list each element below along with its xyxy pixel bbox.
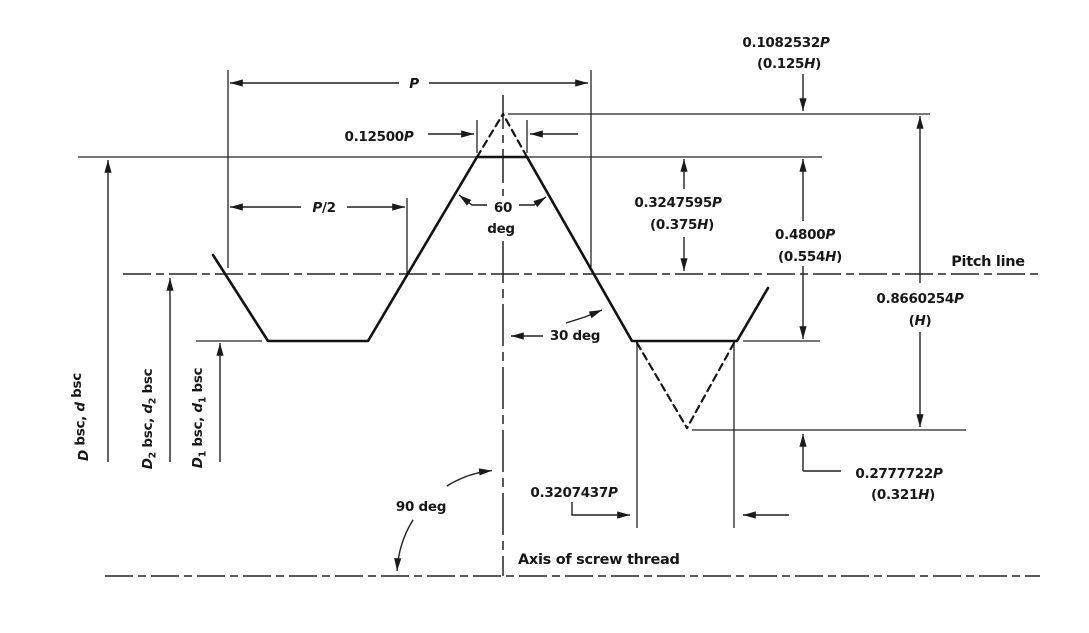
- half-pitch-label: P/2: [312, 200, 335, 216]
- angle90-arc-lower: [394, 519, 414, 572]
- fundamental-height-label-line2: (H): [909, 313, 932, 329]
- addendum-label-line2: (0.375H): [650, 217, 714, 233]
- construction-lines: [78, 70, 966, 528]
- thread-profile: [211, 112, 770, 430]
- angle60-unit: deg: [487, 221, 515, 237]
- dimension-labels: P P/2 0.12500P 0.1082532P (0.125H) 0.324…: [312, 35, 964, 503]
- crest-truncation-label-line2: (0.125H): [757, 56, 821, 72]
- addendum-label-line1: 0.3247595P: [634, 195, 722, 211]
- thread-depth-label-line1: 0.4800P: [775, 227, 835, 243]
- pitch-diameter-label: D2 bsc, d2 bsc: [140, 368, 159, 469]
- angle90-arc-upper: [446, 468, 492, 487]
- angle60-leader-right: [519, 196, 547, 208]
- angle-labels: 60 deg 30 deg 90 deg Pitch line Axis of …: [396, 200, 1026, 568]
- angle30-label: 30 deg: [550, 328, 600, 344]
- centerlines: [105, 95, 1040, 577]
- major-diameter-label: D bsc, d bsc: [69, 373, 92, 461]
- thread-depth-label-line2: (0.554H): [778, 249, 842, 265]
- axis-label: Axis of screw thread: [518, 552, 680, 568]
- angle60-leader-left: [458, 194, 487, 206]
- angle30-arrow-upright: [565, 309, 603, 324]
- root-truncation-label-line1: 0.2777722P: [855, 466, 943, 482]
- minor-diameter-label: D1 bsc, d1 bsc: [190, 367, 209, 468]
- sharp-crest-dashed-left: [475, 112, 505, 159]
- angle90-label: 90 deg: [396, 499, 446, 515]
- root-truncation-label-line2: (0.321H): [871, 487, 935, 503]
- dimension-lines: [104, 74, 924, 572]
- thread-profile-outline: [211, 155, 770, 343]
- root-width-leader: [571, 502, 631, 519]
- sharp-root-dashed-left: [635, 341, 689, 430]
- sharp-crest-dashed-right: [501, 112, 529, 159]
- angle60-value: 60: [494, 200, 512, 216]
- pitch-dim-label: P: [409, 76, 419, 92]
- pitch-line-label: Pitch line: [951, 254, 1025, 270]
- crest-flat-label: 0.12500P: [345, 129, 414, 145]
- root-width-label: 0.3207437P: [530, 485, 618, 501]
- sharp-root-dashed-right: [685, 341, 736, 430]
- fundamental-height-label-line1: 0.8660254P: [876, 291, 964, 307]
- diameter-labels: D bsc, d bsc D2 bsc, d2 bsc D1 bsc, d1 b…: [69, 367, 209, 469]
- crest-truncation-label-line1: 0.1082532P: [742, 35, 830, 51]
